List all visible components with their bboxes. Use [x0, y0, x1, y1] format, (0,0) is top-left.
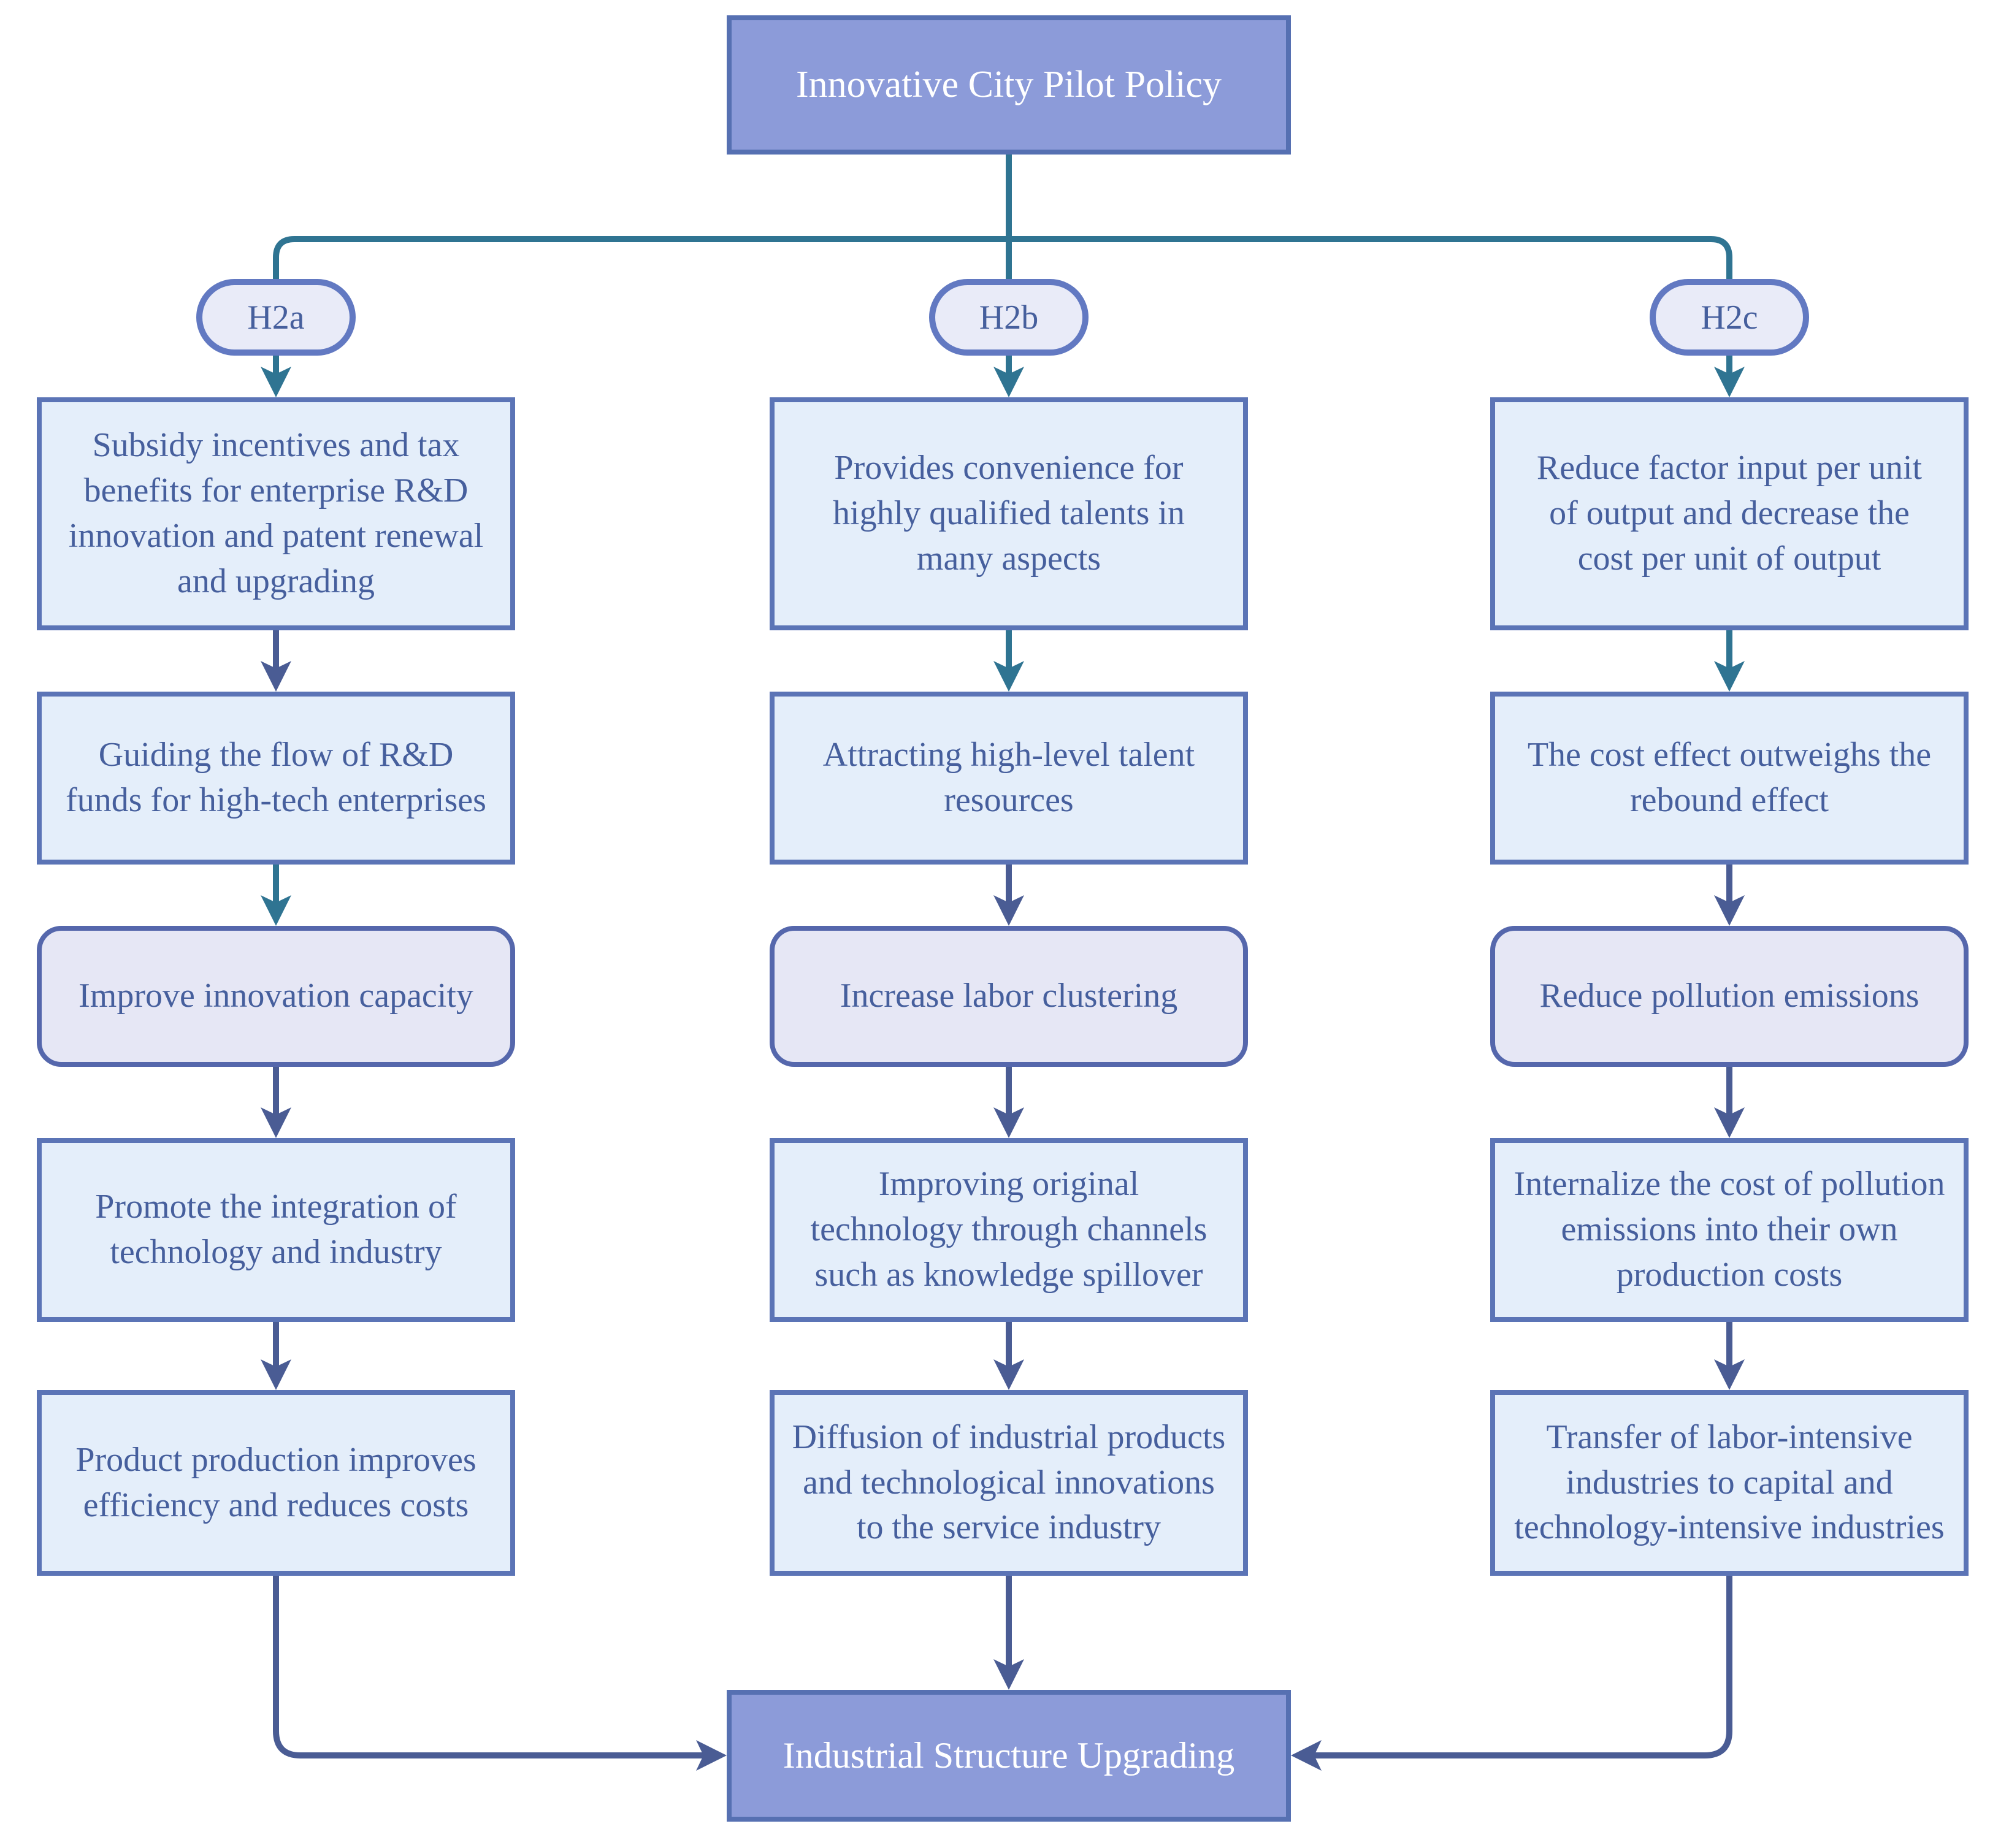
hypothesis-pill-h2b: H2b: [929, 279, 1089, 356]
arrowhead: [261, 367, 291, 397]
arrowhead: [993, 1359, 1024, 1390]
arrowhead: [993, 661, 1024, 692]
step-box-h2b-3: Increase labor clustering: [770, 926, 1248, 1067]
connector-line: [1313, 1576, 1732, 1758]
arrowhead: [1291, 1740, 1322, 1771]
arrowhead: [1714, 367, 1745, 397]
arrowhead: [1714, 895, 1745, 926]
arrowhead: [993, 1107, 1024, 1138]
step-box-h2b-2: Attracting high-level talent resources: [770, 692, 1248, 865]
arrowhead: [993, 1659, 1024, 1690]
arrowhead: [261, 661, 291, 692]
arrowhead: [696, 1740, 727, 1771]
connector-line: [273, 1576, 705, 1758]
arrowhead: [261, 895, 291, 926]
step-box-h2c-4: Internalize the cost of pollution emissi…: [1490, 1138, 1969, 1322]
step-box-h2a-3: Improve innovation capacity: [37, 926, 515, 1067]
step-box-h2c-5: Transfer of labor-intensive industries t…: [1490, 1390, 1969, 1576]
step-box-h2c-1: Reduce factor input per unit of output a…: [1490, 397, 1969, 630]
step-box-h2b-1: Provides convenience for highly qualifie…: [770, 397, 1248, 630]
step-box-h2b-4: Improving original technology through ch…: [770, 1138, 1248, 1322]
industrial-structure-upgrading-box: Industrial Structure Upgrading: [727, 1690, 1291, 1822]
arrowhead: [993, 895, 1024, 926]
step-box-h2a-1: Subsidy incentives and tax benefits for …: [37, 397, 515, 630]
hypothesis-pill-h2c: H2c: [1650, 279, 1809, 356]
step-box-h2c-3: Reduce pollution emissions: [1490, 926, 1969, 1067]
step-box-h2b-5: Diffusion of industrial products and tec…: [770, 1390, 1248, 1576]
arrowhead: [261, 1359, 291, 1390]
arrowhead: [1714, 661, 1745, 692]
step-box-h2a-2: Guiding the flow of R&D funds for high-t…: [37, 692, 515, 865]
step-box-h2a-4: Promote the integration of technology an…: [37, 1138, 515, 1322]
policy-title-box: Innovative City Pilot Policy: [727, 15, 1291, 155]
arrowhead: [1714, 1107, 1745, 1138]
arrowhead: [993, 367, 1024, 397]
arrowhead: [1714, 1359, 1745, 1390]
step-box-h2c-2: The cost effect outweighs the rebound ef…: [1490, 692, 1969, 865]
hypothesis-pill-h2a: H2a: [196, 279, 356, 356]
step-box-h2a-5: Product production improves efficiency a…: [37, 1390, 515, 1576]
arrowhead: [261, 1107, 291, 1138]
branch-line: [273, 236, 1732, 279]
